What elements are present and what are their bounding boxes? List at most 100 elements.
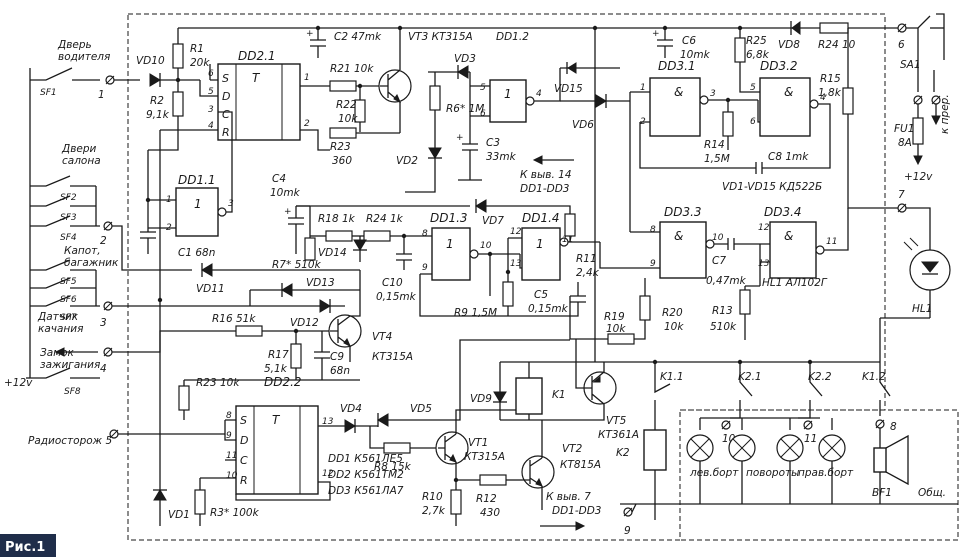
dd32-pin6: 6 [750, 117, 756, 127]
r2-value: 9,1k [146, 109, 170, 121]
dd12-title: DD1.2 [496, 31, 529, 43]
motion-sensor-line1: Датчик [37, 311, 79, 323]
vt4-label: VT4 [372, 331, 392, 343]
c9-label: C9 [330, 351, 344, 363]
dd34-title: DD3.4 [764, 205, 802, 219]
vd11-diode [201, 263, 213, 277]
terminal-6-label: 6 [898, 39, 905, 51]
r12-resistor [479, 474, 507, 486]
dd33-and: & [674, 229, 683, 243]
r13-resistor [739, 289, 751, 315]
c5-value: 0,15mk [528, 303, 569, 315]
r1-value: 20k [190, 57, 210, 69]
r8-resistor [383, 442, 411, 454]
lamp-right-2 [818, 434, 846, 462]
dd11-pin3: 3 [228, 199, 234, 209]
c10-value: 0,15mk [376, 291, 417, 303]
terminal-2-label: 2 [100, 235, 107, 247]
dd12-one: 1 [504, 87, 512, 101]
r25-value: 6,8k [746, 49, 770, 61]
dd22-trigger [235, 405, 319, 495]
vd4-label: VD4 [340, 403, 362, 415]
lamp-turn-label: повороты [746, 467, 799, 479]
r8-label: R8 15k [374, 461, 412, 473]
figure-tag [0, 534, 56, 557]
r11-resistor [564, 213, 576, 237]
dd22-t: T [272, 413, 281, 427]
r11-value: 2,4k [576, 267, 600, 279]
c4-plus: + [284, 207, 292, 217]
vd14-diode [353, 239, 367, 251]
r23b-resistor [178, 385, 190, 411]
c7-value: 0,47mk [706, 275, 747, 287]
r10-value: 2,7k [422, 505, 446, 517]
vd9-label: VD9 [470, 393, 492, 405]
dd32-gate [759, 77, 811, 137]
r25-label: R25 [746, 35, 767, 47]
r13-value: 510k [710, 321, 737, 333]
r14-label: R14 [704, 139, 725, 151]
dd13-pin8: 8 [422, 229, 428, 239]
bf1-label: BF1 [872, 487, 892, 499]
r19-label: R19 [604, 311, 625, 323]
dd22-pin10: 10 [226, 471, 238, 481]
dd34-gate [769, 221, 817, 279]
vd15-label: VD15 [554, 83, 583, 95]
r24b-label: R24 1k [366, 213, 404, 225]
r21-label: R21 [330, 63, 351, 75]
vt5-type: КТ361А [598, 429, 639, 441]
r24b-resistor [363, 230, 391, 242]
r1-resistor [172, 43, 184, 69]
vt2-label: VT2 [562, 443, 583, 455]
r7-label: R7* 510k [272, 259, 322, 271]
hood-line2: багажник [64, 257, 119, 269]
k2-relay-coil [643, 429, 667, 471]
vd8-diode [790, 21, 801, 35]
dd12-pin5: 5 [480, 83, 486, 93]
terminal-8-label: 8 [890, 421, 897, 433]
c3-plus: + [456, 133, 464, 143]
plus12-right: +12v [904, 171, 933, 183]
r10-label: R10 [422, 491, 443, 503]
terminal-11-label: 11 [804, 433, 817, 445]
r1-label: R1 [190, 43, 204, 55]
r7-resistor [304, 237, 316, 261]
r24-resistor [819, 22, 849, 34]
r18-label: R18 1k [318, 213, 356, 225]
r19-value: 10k [606, 323, 626, 335]
vd4-diode [344, 419, 356, 433]
dd31-title: DD3.1 [658, 59, 696, 73]
pin14-line1: К выв. 14 [520, 169, 572, 181]
dd31-pin3: 3 [710, 89, 716, 99]
pin14-line2: DD1-DD3 [520, 183, 570, 195]
r23b-label: R23 10k [196, 377, 240, 389]
dd12-pin4: 4 [536, 89, 542, 99]
k12-label: K1.2 [862, 371, 886, 383]
dd33-gate [659, 221, 707, 279]
dd22-pin13: 13 [322, 417, 334, 427]
dd13-pin9: 9 [422, 263, 428, 273]
vd2-label: VD2 [396, 155, 418, 167]
c6-label: C6 [682, 35, 696, 47]
c2-label: C2 47mk [334, 31, 382, 43]
r15-value: 1,8k [818, 87, 842, 99]
vt3-label: VT3 КТ315А [408, 31, 473, 43]
sf1-label: SF1 [40, 88, 57, 98]
dd22-pin9: 9 [226, 431, 232, 441]
c5-label: C5 [534, 289, 548, 301]
dd21-pin6: 6 [208, 69, 214, 79]
dd14-one: 1 [536, 237, 544, 251]
dd31-pin1: 1 [640, 83, 646, 93]
r6-resistor [429, 85, 441, 111]
vd12-label: VD12 [290, 317, 319, 329]
dd33-pin10: 10 [712, 233, 724, 243]
lamp-left-1 [686, 434, 714, 462]
salon-doors-line2: салона [62, 155, 101, 167]
sf4-label: SF4 [60, 233, 77, 243]
k2-label: K2 [616, 447, 630, 459]
r14-value: 1,5M [704, 153, 730, 165]
figure-label: Рис.1 [5, 540, 45, 555]
dd32-and: & [784, 85, 793, 99]
vd15-diode [566, 62, 577, 74]
